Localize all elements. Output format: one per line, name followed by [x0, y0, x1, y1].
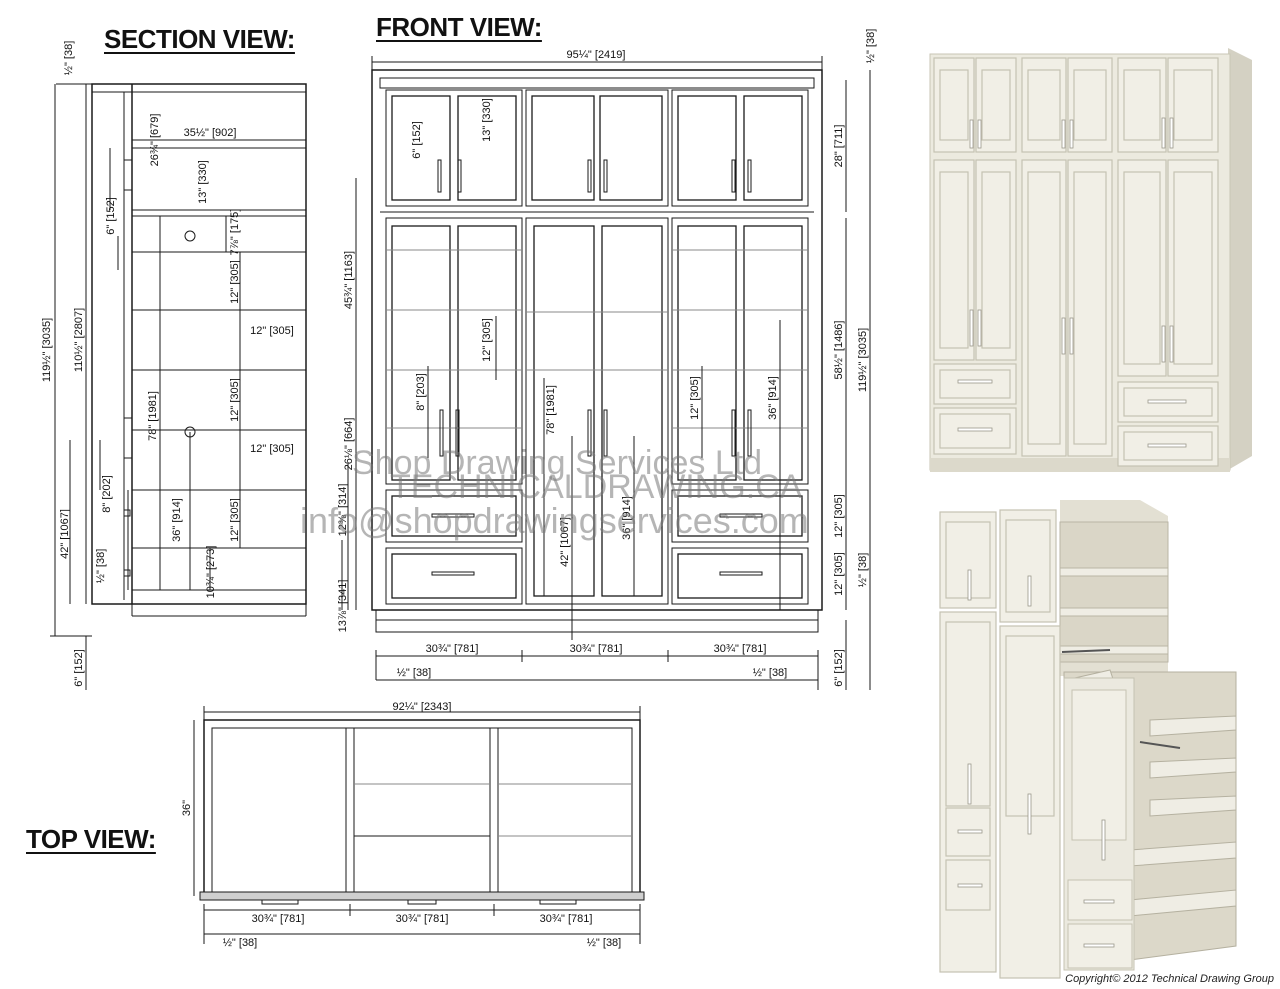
- dim-front-col1: 30¾" [781]: [426, 643, 479, 655]
- dim-front-eight: 8" [203]: [415, 373, 427, 411]
- dim-front-twelve-drawer: 12⅜" [314]: [337, 484, 349, 537]
- top-outline: [203, 719, 641, 897]
- dim-section-top-box: 26¾" [679]: [149, 114, 161, 167]
- dim-front-col3: 30¾" [781]: [714, 643, 767, 655]
- dim-section-shelf1: 12" [305]: [229, 260, 241, 304]
- dim-section-six: 6" [152]: [105, 197, 117, 235]
- dim-section-shelf2: 12" [305]: [250, 325, 294, 337]
- dim-section-ten: 10¾" [273]: [205, 546, 217, 599]
- section-outline: [91, 83, 307, 605]
- technical-drawing: ½" [38] 119½" [3035] 110½" [2807] 35½" […: [41, 29, 877, 949]
- dim-top-col1: 30¾" [781]: [252, 913, 305, 925]
- front-outline: [371, 69, 823, 611]
- dim-front-base6: 6" [152]: [833, 649, 845, 687]
- dim-section-overall: 119½" [3035]: [41, 318, 53, 382]
- dim-front-half-right: ½" [38]: [753, 667, 787, 679]
- dim-section-shelf4: 12" [305]: [250, 443, 294, 455]
- dim-front-col2: 30¾" [781]: [570, 643, 623, 655]
- top-view: [193, 706, 645, 944]
- section-view: [50, 83, 307, 690]
- dim-section-base: 6" [152]: [73, 649, 85, 687]
- dim-front-door12: 12" [305]: [481, 318, 493, 362]
- dim-front-thirtysix-mid: 36" [914]: [621, 496, 633, 540]
- section-view-heading: SECTION VIEW:: [104, 24, 295, 54]
- dim-front-width: 95¼" [2419]: [567, 49, 626, 61]
- dim-section-inner: 110½" [2807]: [73, 308, 85, 372]
- dim-front-twentysix: 26⅛" [664]: [343, 418, 355, 471]
- dim-top-col2: 30¾" [781]: [396, 913, 449, 925]
- open-wardrobe: [939, 500, 1237, 979]
- dim-top-col3: 30¾" [781]: [540, 913, 593, 925]
- copyright-notice: Copyright© 2012 Technical Drawing Group: [1065, 973, 1274, 985]
- dim-section-seven: 7⅞" [175]: [229, 209, 241, 256]
- dim-section-top-half: ½" [38]: [63, 41, 75, 75]
- dim-section-shelf3: 12" [305]: [229, 378, 241, 422]
- dim-front-right12a: 12" [305]: [833, 494, 845, 538]
- dim-top-half-right: ½" [38]: [587, 937, 621, 949]
- front-view: [341, 56, 871, 690]
- dim-top-width: 92¼" [2343]: [393, 701, 452, 713]
- dim-section-thirtysix: 36" [914]: [171, 498, 183, 542]
- dim-section-shelf5: 12" [305]: [229, 498, 241, 542]
- front-view-heading: FRONT VIEW:: [376, 12, 542, 42]
- dim-front-door58: 58½" [1486]: [833, 321, 845, 380]
- dim-front-right12b: 12" [305]: [833, 552, 845, 596]
- dim-front-fortytwo: 42" [1067]: [559, 517, 571, 567]
- dim-front-seventy8: 78" [1981]: [545, 385, 557, 435]
- dim-front-overall: 119½" [3035]: [857, 328, 869, 392]
- dim-front-upper28: 28" [711]: [833, 125, 845, 168]
- dim-front-base13: 13⅞" [341]: [337, 580, 349, 633]
- dim-top-half-left: ½" [38]: [223, 937, 257, 949]
- dim-front-upper13: 13" [330]: [481, 98, 493, 142]
- dim-front-top-half: ½" [38]: [865, 29, 877, 63]
- dim-top-depth: 36": [181, 800, 193, 816]
- dim-section-hang78: 78" [1981]: [147, 391, 159, 441]
- closed-wardrobe: [929, 48, 1252, 472]
- dim-front-upper6: 6" [152]: [411, 121, 423, 159]
- dim-front-right-half: ½" [38]: [857, 553, 869, 587]
- dim-front-thirtysix: 36" [914]: [767, 376, 779, 420]
- dim-front-half-left: ½" [38]: [397, 667, 431, 679]
- dim-section-eight: 8" [202]: [101, 475, 113, 513]
- dim-front-twelve2: 12" [305]: [689, 376, 701, 420]
- dim-section-depth: 35½" [902]: [184, 127, 237, 139]
- dim-section-box13: 13" [330]: [197, 160, 209, 204]
- dim-section-fortytwo: 42" [1067]: [59, 509, 71, 559]
- top-view-heading: TOP VIEW:: [26, 824, 156, 854]
- dim-front-door45: 45¾" [1163]: [343, 251, 355, 309]
- dim-section-half-bottom: ½" [38]: [95, 549, 107, 583]
